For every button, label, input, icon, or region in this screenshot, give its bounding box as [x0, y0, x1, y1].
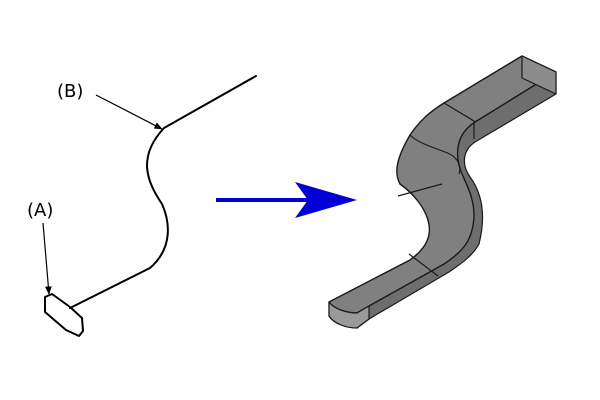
solid-start-face	[328, 301, 370, 329]
solid-inner-edge	[409, 134, 461, 175]
path-label: (B)	[57, 81, 83, 102]
solid-seam-2	[397, 183, 443, 197]
profile-leader-line	[42, 222, 52, 295]
solid-end-face	[521, 55, 557, 95]
solid-seam-1	[408, 253, 439, 277]
path-leader-line	[95, 94, 163, 130]
sweep-path-curve	[69, 75, 257, 309]
swept-solid	[328, 55, 557, 329]
profile-shape	[44, 293, 84, 337]
solid-seam-3	[443, 102, 475, 139]
right-arrow-icon	[216, 182, 357, 218]
input-sketch: (A) (B)	[27, 75, 257, 337]
profile-label: (A)	[27, 200, 53, 221]
